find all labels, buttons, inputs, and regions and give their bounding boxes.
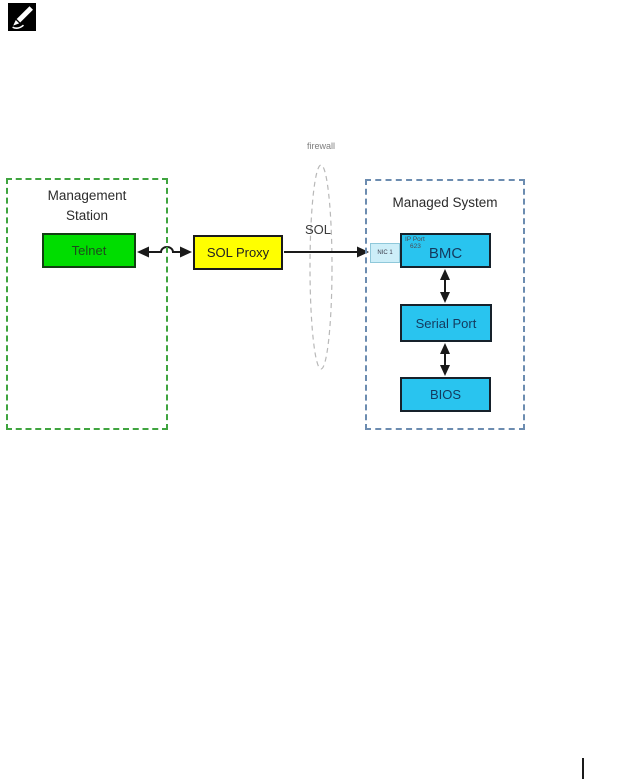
sol-proxy-label: SOL Proxy (206, 245, 270, 260)
telnet-label: Telnet (71, 243, 107, 258)
firewall-label: firewall (306, 141, 335, 151)
footer-page-rule (582, 758, 584, 779)
ip-port-line1: IP Port (405, 236, 425, 243)
ip-port-label: IP Port 623 (405, 236, 425, 250)
bios-node: BIOS (400, 377, 491, 412)
managed-system-title: Managed System (392, 195, 498, 210)
note-icon (8, 3, 36, 31)
bmc-node: IP Port 623 BMC (400, 233, 491, 268)
telnet-node: Telnet (42, 233, 136, 268)
sol-label: SOL (304, 222, 331, 237)
arrowhead-right (180, 246, 192, 258)
management-station-title: Management Station (47, 188, 127, 223)
nic-node: NIC 1 (370, 243, 400, 263)
serial-port-label: Serial Port (415, 315, 477, 331)
management-station-group: Management Station (6, 178, 168, 430)
firewall-ellipse (309, 164, 333, 370)
ip-port-line2: 623 (410, 243, 421, 250)
bios-label: BIOS (429, 387, 462, 402)
managed-system-group: Managed System (365, 179, 525, 430)
sol-proxy-node: SOL Proxy (193, 235, 283, 270)
pencil-glyph (12, 6, 33, 30)
serial-port-node: Serial Port (400, 304, 492, 342)
bmc-label: BMC (428, 244, 463, 262)
nic-label: NIC 1 (377, 250, 393, 256)
